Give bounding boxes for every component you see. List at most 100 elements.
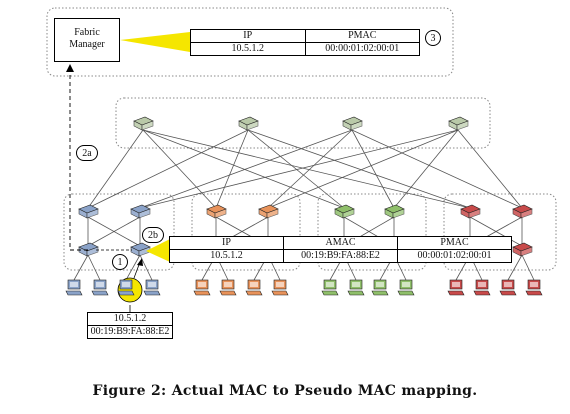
aggregation-switch-icon: [78, 204, 99, 219]
step-3-marker: 3: [425, 30, 441, 46]
mid-table-value-ip: 10.5.1.2: [170, 250, 284, 262]
arp-arrow-head: [66, 64, 74, 72]
edge-host-link: [125, 254, 141, 281]
switch-front: [392, 208, 405, 219]
arp-path-2a: [69, 70, 88, 251]
host-screen: [198, 282, 206, 287]
aggregation-switch-icon: [334, 204, 355, 219]
core-agg-link: [267, 129, 459, 209]
host-computer-icon: [117, 279, 135, 296]
mid-table-value-amac: 00:19:B9:FA:88:E2: [284, 250, 398, 262]
core-switch-icon: [238, 116, 259, 131]
host-computer-icon: [397, 279, 415, 296]
core-agg-link: [87, 129, 249, 209]
core-agg-link: [215, 129, 249, 209]
host-screen: [276, 282, 284, 287]
host-screen: [530, 282, 538, 287]
host-keyboard: [447, 290, 465, 296]
aggregation-switch-icon: [206, 204, 227, 219]
host-keyboard: [91, 290, 109, 296]
host-computer-icon: [525, 279, 543, 296]
core-agg-link: [142, 129, 471, 209]
host-computer-icon: [143, 279, 161, 296]
host-screen: [402, 282, 410, 287]
mid-table-header-pmac: PMAC: [440, 237, 469, 248]
step-2a-marker: 2a: [76, 145, 98, 161]
core-switch-icon: [448, 116, 469, 131]
host-keyboard: [397, 290, 415, 296]
host-computer-icon: [321, 279, 339, 296]
mid-table-header-amac: AMAC: [284, 237, 398, 249]
host-screen: [478, 282, 486, 287]
aggregation-switch-icon: [460, 204, 481, 219]
core-agg-link: [247, 129, 471, 209]
top-table-header-pmac: PMAC: [348, 30, 377, 41]
edge-switch-icon: [512, 242, 533, 257]
host-arrow-head: [137, 258, 143, 266]
switch-front: [86, 246, 99, 257]
host-keyboard: [117, 290, 135, 296]
top-table-value-ip: 10.5.1.2: [191, 43, 306, 55]
host-screen: [122, 282, 130, 287]
host-computer-icon: [193, 279, 211, 296]
fabric-manager-box: Fabric Manager: [54, 18, 120, 62]
highlight-beam-top: [120, 32, 190, 52]
pod-3-region: [317, 193, 427, 271]
host-computer-icon: [91, 279, 109, 296]
fabric-manager-table: IP PMAC 10.5.1.2 00:00:01:02:00:01: [190, 29, 420, 56]
host-keyboard: [499, 290, 517, 296]
host-keyboard: [143, 290, 161, 296]
host-computer-icon: [65, 279, 83, 296]
mid-table-header-ip: IP: [170, 237, 284, 249]
switch-front: [342, 208, 355, 219]
core-switch-icon: [342, 116, 363, 131]
host-computer-icon: [219, 279, 237, 296]
edge-host-link: [521, 254, 535, 281]
host-screen: [224, 282, 232, 287]
core-agg-link: [267, 129, 353, 209]
host-screen: [504, 282, 512, 287]
host-table-ip: 10.5.1.2: [113, 313, 147, 324]
host-computer-icon: [347, 279, 365, 296]
host-screen: [148, 282, 156, 287]
fabric-manager-label-2: Manager: [69, 39, 105, 50]
switch-front: [138, 208, 151, 219]
host-keyboard: [347, 290, 365, 296]
host-screen: [250, 282, 258, 287]
host-screen: [70, 282, 78, 287]
aggregation-switch-icon: [130, 204, 151, 219]
highlight-beam-mid: [146, 239, 170, 262]
host-computer-icon: [499, 279, 517, 296]
edge-host-link: [507, 254, 523, 281]
switch-front: [141, 120, 154, 131]
aggregation-switch-icon: [258, 204, 279, 219]
host-screen: [326, 282, 334, 287]
top-table-header-ip: IP: [191, 30, 306, 42]
switch-front: [468, 208, 481, 219]
step-2b-marker: 2b: [142, 227, 164, 243]
host-keyboard: [371, 290, 389, 296]
switch-front: [86, 208, 99, 219]
host-screen: [452, 282, 460, 287]
fabric-manager-label-1: Fabric: [74, 27, 100, 38]
core-region: [115, 97, 491, 149]
host-computer-icon: [371, 279, 389, 296]
aggregation-switch-icon: [384, 204, 405, 219]
host-keyboard: [245, 290, 263, 296]
pod-1-region: [63, 193, 175, 271]
switch-front: [520, 208, 533, 219]
figure-caption: Figure 2: Actual MAC to Pseudo MAC mappi…: [92, 383, 478, 399]
host-keyboard: [219, 290, 237, 296]
host-keyboard: [65, 290, 83, 296]
core-agg-link: [393, 129, 459, 209]
switch-front: [214, 208, 227, 219]
edge-switch-icon: [78, 242, 99, 257]
pod-4-region: [443, 193, 557, 271]
switch-front: [350, 120, 363, 131]
host-computer-icon: [271, 279, 289, 296]
host-screen: [96, 282, 104, 287]
pod-2-region: [191, 193, 301, 271]
core-agg-link: [139, 129, 353, 209]
host-screen: [352, 282, 360, 287]
